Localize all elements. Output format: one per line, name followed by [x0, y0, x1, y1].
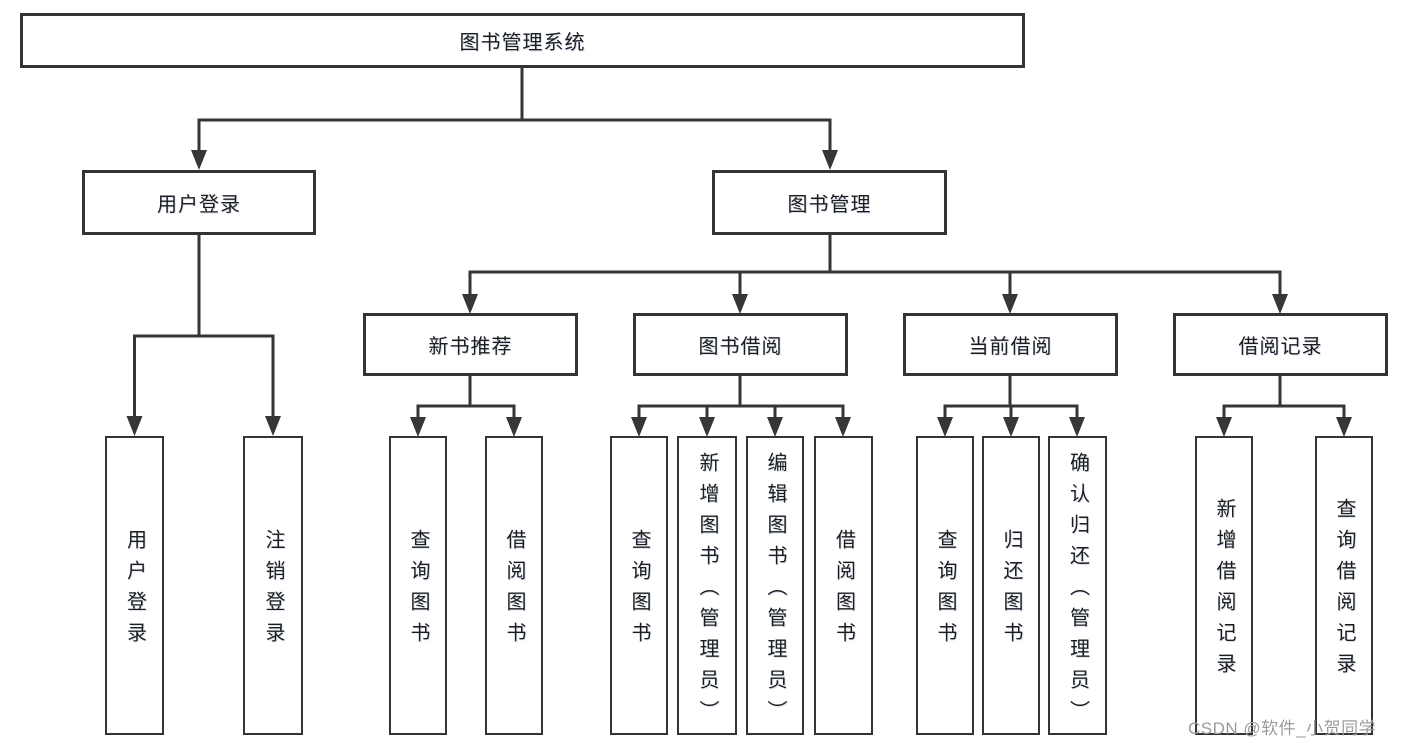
- node-borrowing-records: 借阅记录: [1173, 313, 1388, 376]
- leaf-borrowing-edit-books-admin-label: 编辑图书（管理员）: [764, 451, 786, 731]
- leaf-records-query-record-label: 查询借阅记录: [1333, 498, 1355, 684]
- node-borrowing-records-label: 借阅记录: [1238, 336, 1323, 358]
- leaf-records-query-record: 查询借阅记录: [1315, 436, 1373, 735]
- node-new-book-recommend: 新书推荐: [363, 313, 578, 376]
- node-book-management: 图书管理: [712, 170, 947, 235]
- node-root-label: 图书管理系统: [459, 32, 586, 54]
- node-user-login-label: 用户登录: [157, 194, 241, 216]
- node-current-borrowing: 当前借阅: [903, 313, 1118, 376]
- leaf-records-add-record-label: 新增借阅记录: [1213, 498, 1235, 684]
- leaf-borrowing-borrow-books-label: 借阅图书: [832, 529, 855, 653]
- leaf-current-query-books-label: 查询图书: [934, 529, 956, 653]
- node-book-borrowing: 图书借阅: [633, 313, 848, 376]
- node-current-borrowing-label: 当前借阅: [968, 336, 1053, 358]
- leaf-newrec-borrow-books-label: 借阅图书: [503, 529, 525, 653]
- node-book-management-label: 图书管理: [787, 194, 872, 216]
- leaf-records-add-record: 新增借阅记录: [1195, 436, 1253, 735]
- node-root: 图书管理系统: [20, 13, 1025, 68]
- leaf-newrec-borrow-books: 借阅图书: [485, 436, 543, 735]
- leaf-current-confirm-return-admin: 确认归还（管理员）: [1048, 436, 1107, 735]
- leaf-newrec-query-books: 查询图书: [389, 436, 447, 735]
- csdn-watermark: CSDN @软件_小贺同学: [1188, 719, 1377, 738]
- leaf-current-query-books: 查询图书: [916, 436, 974, 735]
- leaf-user-login: 用户登录: [105, 436, 164, 735]
- leaf-borrowing-query-books: 查询图书: [610, 436, 668, 735]
- leaf-current-return-books: 归还图书: [982, 436, 1040, 735]
- leaf-borrowing-add-books-admin: 新增图书（管理员）: [677, 436, 737, 735]
- leaf-borrowing-edit-books-admin: 编辑图书（管理员）: [746, 436, 804, 735]
- leaf-newrec-query-books-label: 查询图书: [407, 529, 429, 653]
- leaf-borrowing-borrow-books: 借阅图书: [814, 436, 873, 735]
- node-new-book-recommend-label: 新书推荐: [428, 336, 513, 358]
- leaf-borrowing-query-books-label: 查询图书: [628, 529, 650, 653]
- node-book-borrowing-label: 图书借阅: [698, 336, 783, 358]
- leaf-logout-label: 注销登录: [262, 529, 284, 653]
- leaf-current-return-books-label: 归还图书: [1000, 529, 1022, 653]
- leaf-borrowing-add-books-admin-label: 新增图书（管理员）: [696, 451, 718, 731]
- node-user-login: 用户登录: [82, 170, 316, 235]
- leaf-current-confirm-return-admin-label: 确认归还（管理员）: [1066, 451, 1089, 731]
- leaf-user-login-label: 用户登录: [123, 529, 146, 653]
- leaf-logout: 注销登录: [243, 436, 303, 735]
